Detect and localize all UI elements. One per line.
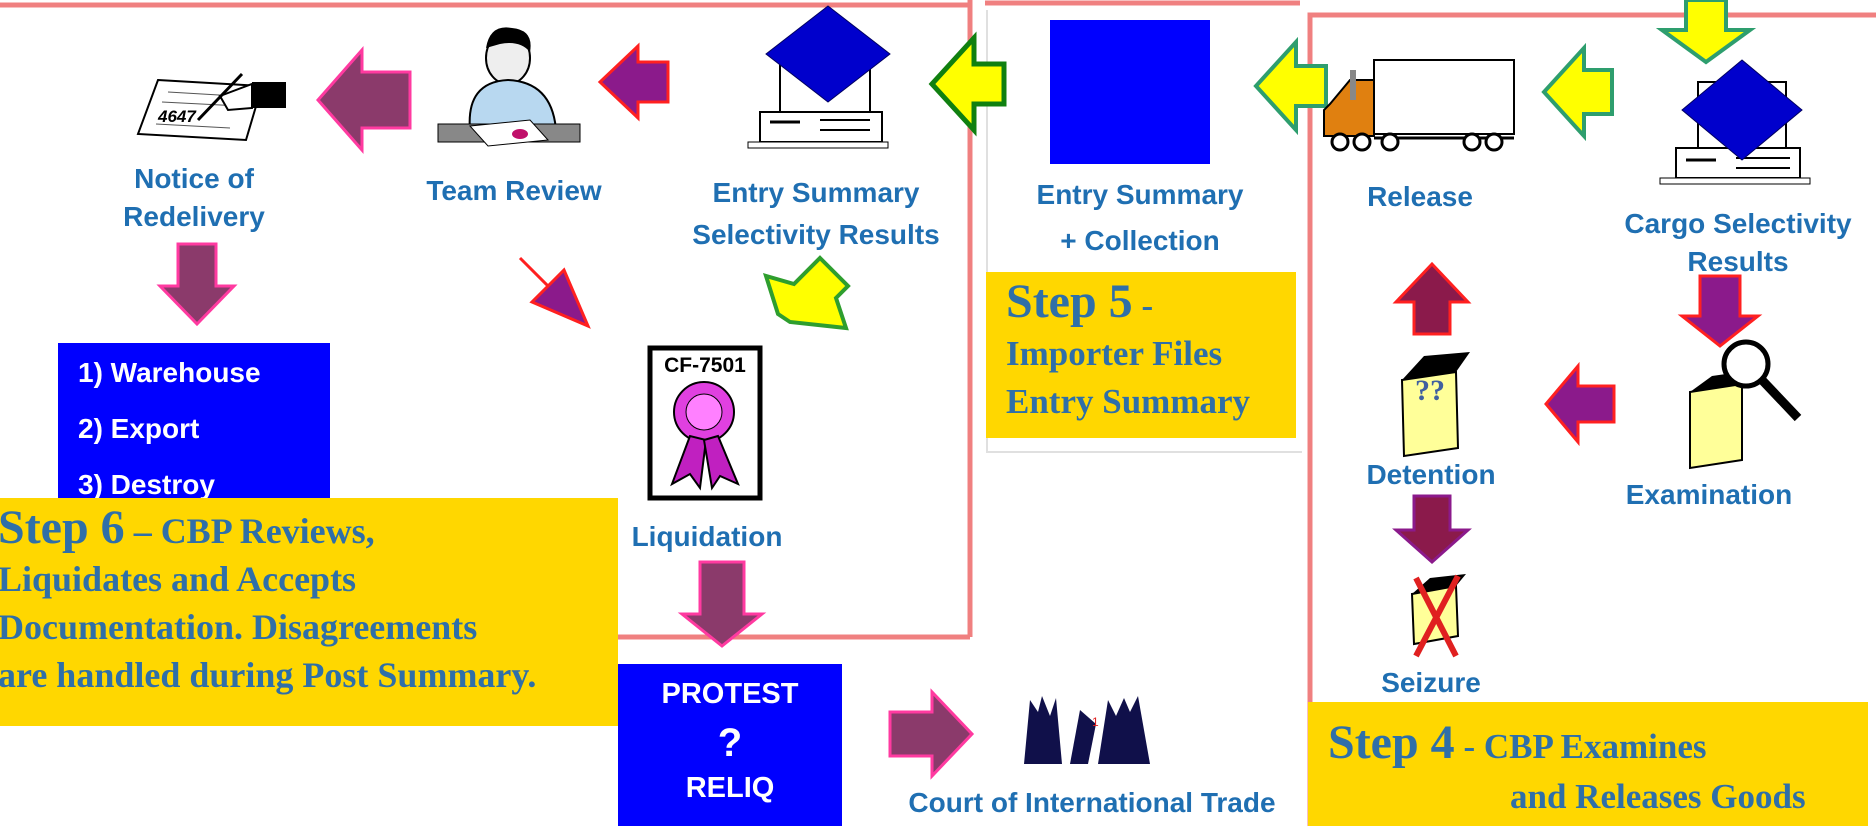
step4-line2: and Releases Goods xyxy=(1510,777,1806,816)
step5-rest: - xyxy=(1132,286,1154,325)
step6-line4: are handled during Post Summary. xyxy=(0,655,537,695)
step4-head: Step 4 xyxy=(1328,716,1455,769)
step6-line2: Liquidates and Accepts xyxy=(0,559,357,599)
arrow-down-seizure xyxy=(1392,494,1472,565)
seizure-label: Seizure xyxy=(1381,667,1481,698)
notice-label: Notice of Redelivery xyxy=(112,160,276,236)
protest-line3: RELIQ xyxy=(685,772,775,804)
step4-rest: - CBP Examines xyxy=(1454,727,1707,766)
release-label: Release xyxy=(1367,181,1473,212)
protest-box: PROTEST ? RELIQ xyxy=(618,664,842,826)
option-destroy: 3) Destroy xyxy=(78,469,215,500)
arrow-to-detention xyxy=(1544,361,1616,447)
arrow-right-court xyxy=(888,688,975,780)
arrow-to-release xyxy=(1541,42,1614,142)
step5-head-line: Step 5 - xyxy=(1006,278,1296,330)
notice-number: 4647 xyxy=(157,107,197,126)
detention-label: Detention xyxy=(1366,459,1496,490)
entry-summary-block xyxy=(1050,20,1210,164)
protest-line2: ? xyxy=(717,721,743,765)
protest-line1: PROTEST xyxy=(661,678,799,710)
cargo-results-label: Cargo Selectivity Results xyxy=(1600,205,1876,281)
entry-results-line2: Selectivity Results xyxy=(692,219,940,250)
option-warehouse: 1) Warehouse xyxy=(78,357,261,388)
arrow-to-entry-summary xyxy=(1253,36,1328,136)
arrow-diag-liquidation xyxy=(518,256,591,329)
step6-line3: Documentation. Disagreements xyxy=(0,607,478,647)
liquidation-label: Liquidation xyxy=(631,521,783,552)
arrow-up-release xyxy=(1392,261,1472,336)
cargo-results-line1: Cargo Selectivity xyxy=(1624,208,1852,239)
step5-line2: Importer Files xyxy=(1006,334,1223,373)
entry-collection-line1: Entry Summary xyxy=(1036,179,1244,210)
team-review-label: Team Review xyxy=(426,175,602,206)
arrow-down-top xyxy=(1655,0,1757,65)
step4-box: Step 4 - CBP Examines and Releases Goods xyxy=(1308,702,1868,826)
entry-summary-collection-label: Entry Summary + Collection xyxy=(1000,172,1280,264)
arrow-to-entry-results xyxy=(928,31,1007,137)
step6-head-line: Step 6 – CBP Reviews, xyxy=(0,504,618,555)
cf-form-number: CF-7501 xyxy=(664,354,746,377)
step6-box: Step 6 – CBP Reviews, Liquidates and Acc… xyxy=(0,498,618,726)
option-export: 2) Export xyxy=(78,413,200,444)
cargo-results-line2: Results xyxy=(1687,246,1789,277)
options-box: 1) Warehouse 2) Export 3) Destroy xyxy=(58,343,330,515)
arrow-diag-results xyxy=(762,255,851,331)
notice-label-line1: Notice of xyxy=(134,163,254,194)
detention-mark: ?? xyxy=(1415,374,1445,407)
arrow-down-protest xyxy=(677,560,767,648)
step5-line3: Entry Summary xyxy=(1006,382,1251,421)
step5-head: Step 5 xyxy=(1006,275,1133,328)
entry-summary-results-label: Entry Summary Selectivity Results xyxy=(666,172,966,256)
step6-head: Step 6 xyxy=(0,501,125,554)
step5-box: Step 5 - Importer Files Entry Summary xyxy=(986,272,1296,438)
court-label: Court of International Trade xyxy=(908,787,1276,818)
step6-rest: – CBP Reviews, xyxy=(124,511,375,551)
step4-head-line: Step 4 - CBP Examines xyxy=(1328,718,1868,772)
entry-collection-line2: + Collection xyxy=(1060,225,1220,256)
arrow-to-notice xyxy=(316,46,412,154)
arrow-down-exam xyxy=(1677,274,1763,348)
arrow-to-team-review xyxy=(597,42,670,122)
svg-text:1: 1 xyxy=(1092,715,1099,729)
examination-label: Examination xyxy=(1625,479,1793,510)
arrow-down-notice xyxy=(156,242,238,327)
notice-label-line2: Redelivery xyxy=(123,201,265,232)
entry-results-line1: Entry Summary xyxy=(712,177,920,208)
